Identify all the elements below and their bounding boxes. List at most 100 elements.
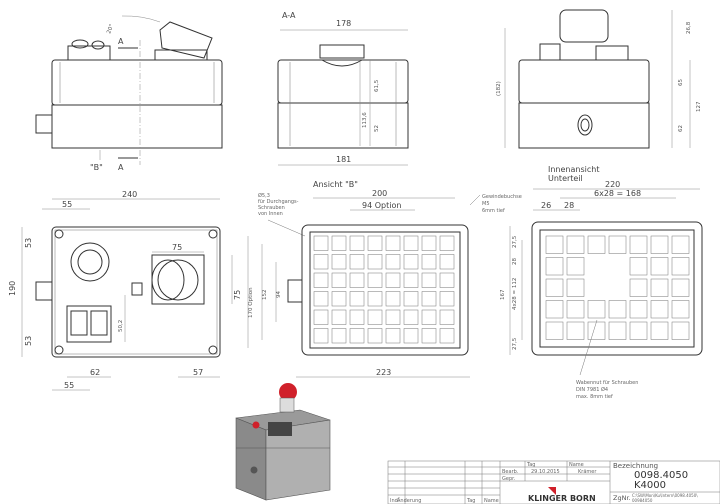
- grid-cell: [629, 278, 648, 297]
- grid-cell: [313, 254, 329, 270]
- grid-cell: [349, 309, 365, 325]
- grid-cell: [650, 278, 669, 297]
- section-view: A-A 178 61,5 113,6 52 181: [277, 11, 409, 166]
- dim-53-bottom: 53: [24, 336, 33, 346]
- dim-55-top: 55: [62, 200, 72, 209]
- grid-cell: [671, 321, 690, 340]
- hole-note: Schrauben: [258, 205, 285, 211]
- grid-cell: [421, 309, 437, 325]
- honeycomb-grid: [545, 235, 690, 340]
- grid-cell: [331, 291, 347, 307]
- dim-57: 57: [193, 368, 203, 377]
- grid-cell: [671, 257, 690, 276]
- dim-28: 28: [564, 201, 574, 210]
- grid-cell: [629, 235, 648, 254]
- grid-cell: [331, 309, 347, 325]
- dim-50-2: 50,2: [118, 320, 124, 332]
- grid-cell: [385, 291, 401, 307]
- dim-152: 152: [262, 290, 268, 301]
- bottom-view: Ansicht "B" 200 94 Option Ø5,3 für Durch…: [247, 180, 470, 378]
- cable-gland-front: [577, 114, 593, 136]
- grid-cell: [421, 272, 437, 288]
- socket-cap: [559, 9, 609, 43]
- designation-label: Bezeichnung: [613, 462, 658, 470]
- grid-cell: [566, 235, 585, 254]
- grid-cell: [421, 254, 437, 270]
- grid-cell: [545, 257, 564, 276]
- dim-167: 167: [500, 289, 506, 300]
- section-mark-bottom: A: [118, 163, 124, 172]
- grid-cell: [403, 272, 419, 288]
- dim-181: 181: [336, 155, 351, 164]
- grid-cell: [671, 235, 690, 254]
- grid-cell: [545, 321, 564, 340]
- front-view: 240 55 190 53 53 75 75 50,2 62 57 55: [8, 190, 242, 391]
- dim-190: 190: [8, 281, 17, 296]
- grid-cell: [439, 254, 455, 270]
- grid-cell: [349, 291, 365, 307]
- emergency-stop-ring: [70, 242, 110, 282]
- grid-cell: [439, 291, 455, 307]
- grid-cell: [608, 300, 627, 319]
- dim-182: (182): [496, 81, 502, 96]
- switch-block: [66, 305, 112, 343]
- grid-cell: [385, 254, 401, 270]
- hole-note: für Durchgangs-: [258, 199, 299, 205]
- model-name: K4000: [634, 480, 666, 491]
- dim-53-top: 53: [24, 238, 33, 248]
- grid-cell: [403, 254, 419, 270]
- slot-note: DIN 7981 Ø4: [576, 386, 608, 393]
- red-mushroom-button: [279, 383, 297, 401]
- grid-cell: [367, 235, 383, 251]
- view-b-mark: "B": [90, 163, 103, 172]
- grid-cell: [608, 321, 627, 340]
- grid-cell: [587, 321, 606, 340]
- grid-cell: [629, 257, 648, 276]
- grid-cell: [349, 235, 365, 251]
- grid-cell: [367, 328, 383, 344]
- grid-cell: [421, 291, 437, 307]
- slot-note: Wabennut für Schrauben: [576, 380, 638, 386]
- grid-cell: [439, 272, 455, 288]
- grid-cell: [349, 328, 365, 344]
- slot-note: max. 8mm tief: [576, 394, 613, 400]
- grid-cell: [367, 254, 383, 270]
- grid-cell: [349, 254, 365, 270]
- dim-178: 178: [336, 19, 351, 28]
- dim-52: 52: [374, 125, 380, 132]
- grid-cell: [331, 272, 347, 288]
- thread-note: 6mm tief: [482, 208, 505, 214]
- grid-cell: [331, 254, 347, 270]
- grid-cell: [587, 300, 606, 319]
- grid-cell: [650, 235, 669, 254]
- side-view: 20° A A "B": [35, 15, 223, 172]
- grid-cell: [566, 257, 585, 276]
- hole-note: Ø5,3: [258, 192, 270, 199]
- grid-cell: [313, 309, 329, 325]
- dim-26: 26: [541, 201, 551, 210]
- drawing-path: 00984050: [632, 498, 653, 503]
- grid-cell: [545, 235, 564, 254]
- klinger-born-logo: [548, 487, 556, 495]
- grid-cell: [367, 272, 383, 288]
- dim-61-5: 61,5: [374, 79, 380, 92]
- change-label: Änderung: [397, 497, 421, 504]
- grid-cell: [403, 309, 419, 325]
- grid-cell: [439, 309, 455, 325]
- dim-240: 240: [122, 190, 137, 199]
- grid-cell: [313, 272, 329, 288]
- dim-223: 223: [376, 368, 391, 377]
- dim-75-w: 75: [172, 243, 182, 252]
- dim-4x28: 4x28 = 112: [512, 278, 518, 310]
- dim-27-5-top: 27,5: [512, 235, 518, 248]
- dim-26-8: 26,8: [686, 21, 692, 34]
- grid-cell: [385, 272, 401, 288]
- grid-cell: [545, 278, 564, 297]
- drawing-number-label: ZgNr.: [613, 494, 631, 502]
- label-plate: [131, 282, 143, 296]
- grid-cell: [650, 300, 669, 319]
- grid-cell: [313, 328, 329, 344]
- section-title: A-A: [282, 11, 296, 20]
- bearb-label: Bearb.: [502, 469, 519, 475]
